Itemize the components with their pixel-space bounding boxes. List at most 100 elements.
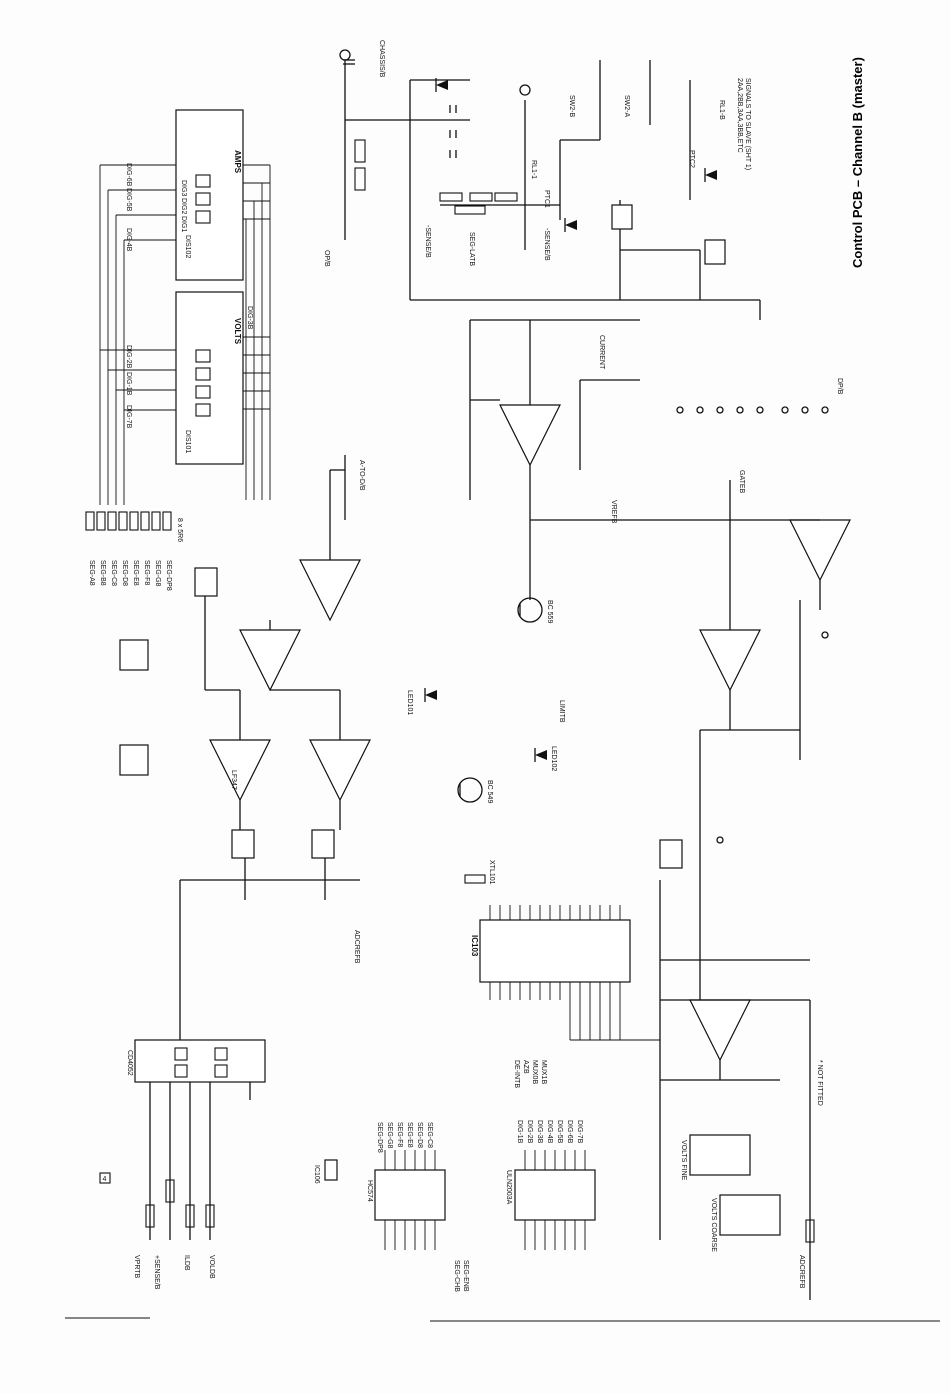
seg-c8: SEG-C8 bbox=[110, 560, 117, 586]
sense-pos-label: +SENSE/B bbox=[153, 1255, 160, 1290]
ic101-dig-1: DIG-2B bbox=[526, 1120, 533, 1144]
chassis-label: CHASSIS/B bbox=[378, 40, 385, 78]
ptc1-label: PTC1 bbox=[543, 190, 550, 208]
ic103-mcu bbox=[479, 919, 631, 983]
crystal bbox=[464, 874, 486, 884]
ic108c bbox=[704, 239, 726, 265]
opamp-ic107d bbox=[499, 404, 561, 467]
volts-coarse-label: VOLTS COARSE bbox=[710, 1198, 717, 1252]
op-b-label: OP/B bbox=[323, 250, 330, 267]
not-fitted-note: * NOT FITTED bbox=[816, 1060, 823, 1106]
ic106-label: IC106 bbox=[313, 1165, 320, 1184]
ic102a bbox=[311, 829, 335, 859]
dig-label-5b: DIG-5B bbox=[125, 188, 132, 212]
ic101-pins bbox=[524, 1150, 586, 1250]
ic105-seg-5: SEG-C8 bbox=[426, 1122, 433, 1148]
adcrefb-label: ADCREFB bbox=[353, 930, 360, 964]
transistor-q102: BC 549 bbox=[457, 777, 493, 803]
ildb-label: ILDB bbox=[183, 1255, 190, 1271]
rl1b-label: RL1-B bbox=[718, 100, 725, 120]
vrefb-label: VREFB bbox=[610, 500, 617, 524]
output-diodes bbox=[435, 78, 717, 232]
dp-b-label: DP/B bbox=[836, 378, 843, 395]
sw2a-label: SW2-A bbox=[623, 95, 630, 118]
ic101-dig-5: DIG-6B bbox=[566, 1120, 573, 1144]
amps-digits bbox=[195, 174, 211, 224]
ic102b bbox=[231, 829, 255, 859]
led102-label: LED102 bbox=[550, 746, 557, 771]
mcu-azb: AZB bbox=[522, 1060, 529, 1074]
volts-digits bbox=[195, 349, 211, 417]
dig-label-4b: DIG-4B bbox=[125, 228, 132, 252]
ic103-label: IC103 bbox=[470, 935, 479, 957]
output-resistors bbox=[354, 139, 518, 215]
ic103-pins bbox=[489, 905, 660, 1041]
ic101-dig-4: DIG-5B bbox=[556, 1120, 563, 1144]
dis101-label: DIS101 bbox=[184, 430, 191, 453]
led101: LED101 bbox=[406, 688, 437, 715]
seg-latb-label: SEG-CHB bbox=[453, 1260, 460, 1292]
ic101-dig-labels: DIG-1B DIG-2B DIG-3B DIG-4B DIG-5B DIG-6… bbox=[516, 1120, 583, 1144]
mcu-mux1b: MUX1B bbox=[540, 1060, 547, 1084]
ic104-switch-symbols bbox=[174, 1047, 228, 1078]
ic105-latch bbox=[374, 1169, 446, 1221]
dig-label-2b: DIG-2B bbox=[125, 345, 132, 369]
amps-display-label: AMPS bbox=[233, 150, 242, 174]
pj101-terminal bbox=[519, 84, 531, 96]
led101-label: LED101 bbox=[406, 690, 413, 715]
ic101-dig-6: DIG-7B bbox=[576, 1120, 583, 1144]
opamp-ic107c bbox=[689, 999, 751, 1062]
seg-b8: SEG-B8 bbox=[99, 560, 106, 586]
sense-neg-label-2: -SENSE/B bbox=[424, 225, 431, 258]
ic108b bbox=[611, 204, 633, 230]
volts-coarse-pot bbox=[719, 1194, 781, 1236]
ic104-input-resistors bbox=[145, 1179, 215, 1228]
mcu-deintb: DE-INTB bbox=[513, 1060, 520, 1088]
seg-e8: SEG-E8 bbox=[132, 560, 139, 586]
seg-f8: SEG-F8 bbox=[143, 560, 150, 585]
seg-a8: SEG-A8 bbox=[88, 560, 95, 586]
q102-label: BC 549 bbox=[486, 780, 493, 803]
r126-resistor bbox=[805, 1219, 815, 1243]
a-to-d-label: A-TO-D/B bbox=[358, 460, 365, 491]
ic101-dig-3: DIG-4B bbox=[546, 1120, 553, 1144]
lf347-label: LF347 bbox=[230, 770, 237, 790]
dig-label-1b: DIG-1B bbox=[125, 372, 132, 396]
ic105-pins bbox=[384, 1150, 436, 1250]
sw2b-label: SW2-B bbox=[568, 95, 575, 118]
amps-dig3: DIG3 bbox=[180, 180, 187, 196]
resistor-pack-label: 8 x 5R6 bbox=[176, 518, 183, 542]
ic101-dig-2: DIG-3B bbox=[536, 1120, 543, 1144]
ic105-seg-2: SEG-F8 bbox=[396, 1122, 403, 1147]
sense-neg-label: -SENSE/B bbox=[543, 228, 550, 261]
volts-fine-label: VOLTS FINE bbox=[680, 1140, 687, 1181]
ic104-mux bbox=[134, 1039, 266, 1083]
ic108a bbox=[659, 839, 683, 869]
page-marker: 4 bbox=[103, 1176, 107, 1183]
transistor-q104: BC 559 bbox=[517, 597, 553, 623]
seg-chb-label: SEG-ENB bbox=[462, 1260, 469, 1292]
ic108d bbox=[119, 744, 149, 776]
rl1-label: RL1-1 bbox=[530, 160, 537, 179]
ic101-driver bbox=[514, 1169, 596, 1221]
limitb-label: LIMITB bbox=[558, 700, 565, 723]
resistor-pack bbox=[85, 511, 172, 531]
volts-display-label: VOLTS bbox=[233, 318, 242, 345]
output-capacitors bbox=[343, 59, 457, 158]
slave-note-1: 2AA,2BB,3AA,3BB,ETC bbox=[736, 78, 743, 153]
current-label: CURRENT bbox=[598, 335, 605, 370]
ic101-dig-0: DIG-1B bbox=[516, 1120, 523, 1144]
ic105-seg-1: SEG-G8 bbox=[386, 1122, 393, 1149]
volts-fine-pot bbox=[689, 1134, 751, 1176]
led102: LED102 bbox=[534, 746, 557, 771]
page-marker-box bbox=[99, 1172, 111, 1184]
dig-label-7b: DIG-7B bbox=[125, 405, 132, 429]
ic106 bbox=[324, 1159, 338, 1181]
pj102-terminal bbox=[339, 49, 351, 61]
q104-label: BC 559 bbox=[546, 600, 553, 623]
opamp-ic107b bbox=[789, 519, 851, 582]
ic104-label: CD4052 bbox=[126, 1050, 133, 1076]
ptc2-label: PTC2 bbox=[688, 150, 695, 168]
adcrefb-bottom-label: ADCREFB bbox=[798, 1255, 805, 1289]
